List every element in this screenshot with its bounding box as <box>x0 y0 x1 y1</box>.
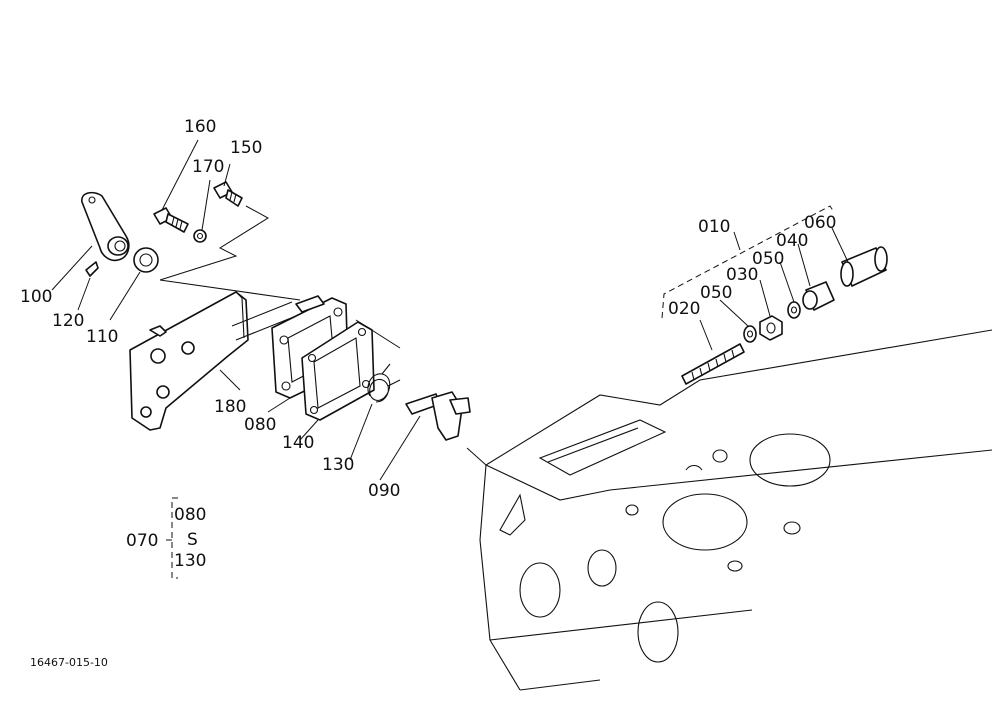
label-030: 030 <box>726 265 758 285</box>
group-010-bracket <box>661 205 835 319</box>
bolt-160 <box>153 207 189 233</box>
group-070-from: 080 <box>174 505 206 525</box>
drawing-code: 16467-015-10 <box>30 656 108 669</box>
group-070-sep: S <box>187 530 198 550</box>
label-100: 100 <box>20 287 52 307</box>
pin-120 <box>85 261 99 277</box>
label-170: 170 <box>192 157 224 177</box>
label-060: 060 <box>804 213 836 233</box>
group-070-to: 130 <box>174 551 206 571</box>
label-180: 180 <box>214 397 246 417</box>
washer-170 <box>193 229 207 243</box>
label-110: 110 <box>86 327 118 347</box>
label-080: 080 <box>244 415 276 435</box>
label-140: 140 <box>282 433 314 453</box>
label-050-a: 050 <box>700 283 732 303</box>
washer-050-b <box>787 301 801 319</box>
lever-shaft-090 <box>405 391 471 441</box>
shaft <box>159 279 301 341</box>
group-070-note: 070 080 S 130 <box>126 497 206 579</box>
bolt-150 <box>213 181 243 207</box>
bracket-plate-180 <box>129 291 249 431</box>
label-130: 130 <box>322 455 354 475</box>
label-010: 010 <box>698 217 730 237</box>
label-090: 090 <box>368 481 400 501</box>
bushing-110 <box>133 247 159 273</box>
part-labels: 160 170 150 100 120 110 180 080 140 130 … <box>20 117 836 501</box>
cap-060 <box>840 246 888 287</box>
label-120: 120 <box>52 311 84 331</box>
adjust-screw-020 <box>681 343 745 385</box>
nut-030 <box>759 315 783 341</box>
label-070: 070 <box>126 531 158 551</box>
leader-lines <box>51 139 849 481</box>
label-050-b: 050 <box>752 249 784 269</box>
gasket-140 <box>301 321 375 421</box>
label-160: 160 <box>184 117 216 137</box>
spring-130 <box>367 363 401 403</box>
label-150: 150 <box>230 138 262 158</box>
nut-040 <box>802 281 835 311</box>
engine-block <box>466 329 992 691</box>
lever-100 <box>81 191 130 262</box>
label-020: 020 <box>668 299 700 319</box>
label-040: 040 <box>776 231 808 251</box>
washer-050-a <box>743 325 757 343</box>
